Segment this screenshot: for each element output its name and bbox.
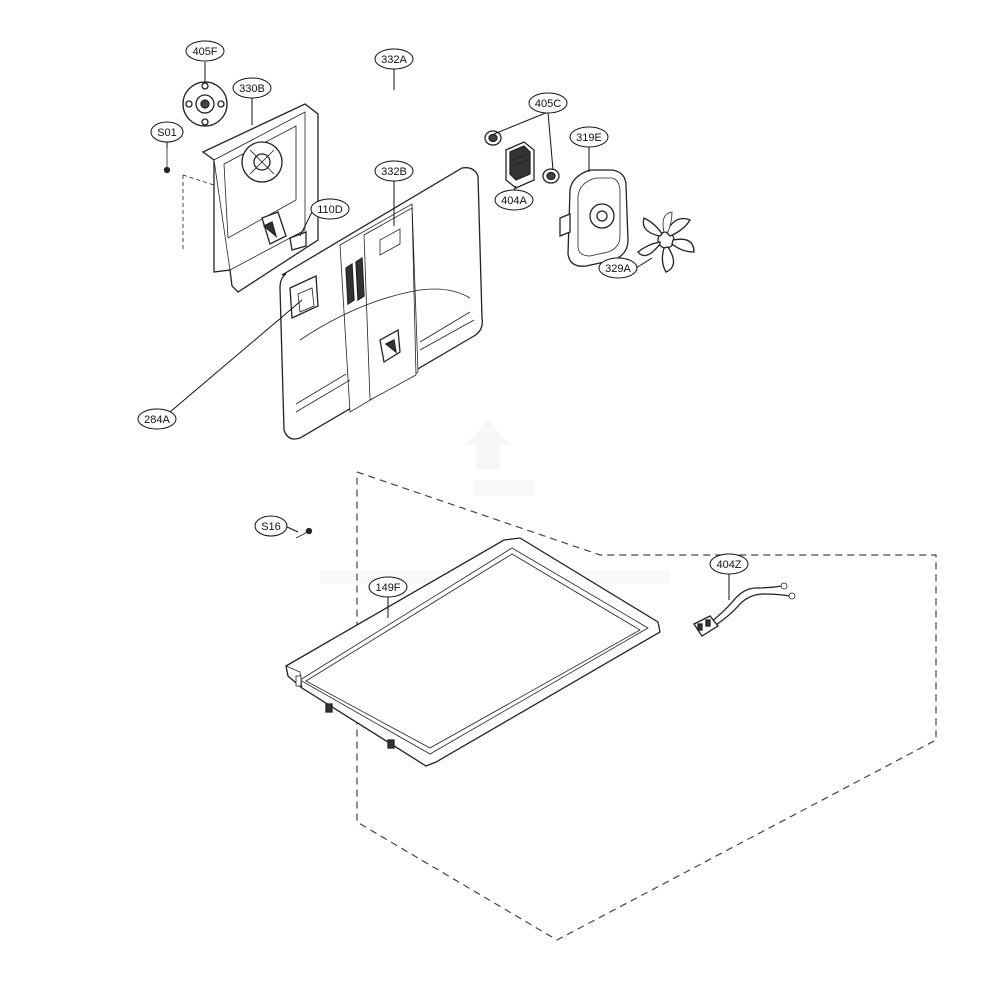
callout-149f: 149F [368,576,408,598]
motor-grommet-405c-right [542,168,560,184]
fan-grommet-405f [182,81,228,127]
svg-text:332A: 332A [381,54,407,66]
svg-text:332B: 332B [381,166,407,178]
callout-332b: 332B [374,160,414,182]
fan-blade-329a [637,211,695,273]
callout-405f: 405F [185,40,225,62]
fan-motor-404a [505,141,535,189]
callout-404a: 404A [494,189,534,211]
screw-s01 [163,145,171,174]
svg-text:329A: 329A [605,263,631,275]
wire-harness-404z [693,582,796,637]
svg-text:149F: 149F [375,582,400,594]
svg-text:110D: 110D [317,204,343,216]
assembly-group-outline [356,471,937,941]
callout-329a: 329A [598,257,638,279]
callout-319e: 319E [569,126,609,148]
svg-text:284A: 284A [144,414,170,426]
svg-text:330B: 330B [239,83,265,95]
svg-text:404A: 404A [501,195,527,207]
svg-text:405F: 405F [192,46,217,58]
callout-s16: S16 [254,515,288,537]
svg-text:405C: 405C [535,98,561,110]
callout-s01: S01 [150,121,184,143]
svg-text:S16: S16 [261,521,281,533]
svg-text:S01: S01 [157,127,177,139]
callout-405c: 405C [528,92,568,114]
callout-404z: 404Z [709,553,749,575]
callout-332a: 332A [374,48,414,70]
fan-shroud-319e [559,169,629,267]
glass-shelf-149f [285,537,661,767]
screw-s16 [295,527,313,539]
svg-text:319E: 319E [576,132,602,144]
motor-grommet-405c-left [484,130,502,146]
callout-110d: 110D [310,198,350,220]
svg-text:404Z: 404Z [716,559,741,571]
duct-cover-332b [279,167,483,440]
callout-284a: 284A [137,408,177,430]
callout-330b: 330B [232,77,272,99]
fan-bracket-330b [182,103,319,293]
